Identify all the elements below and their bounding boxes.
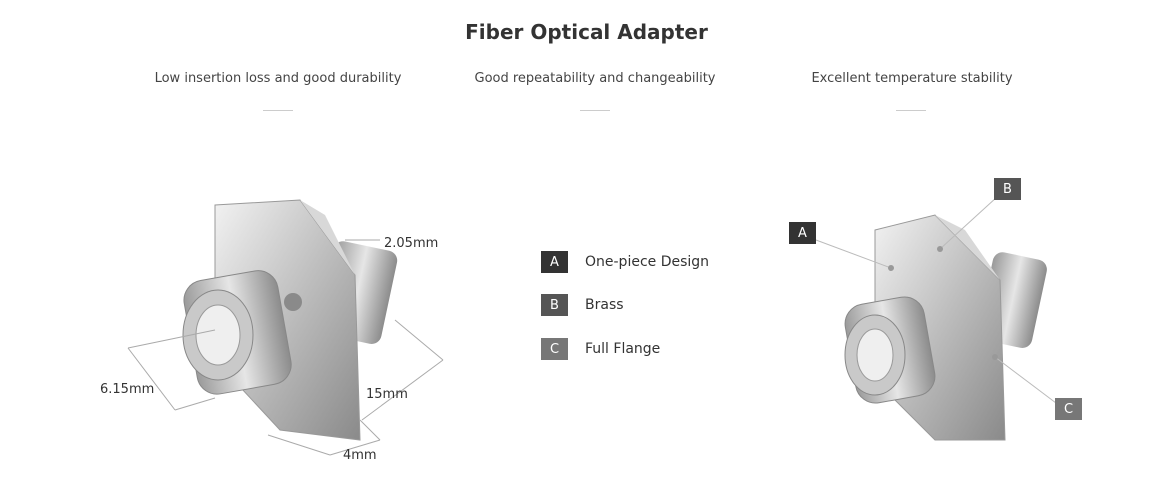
feature-divider (263, 110, 293, 111)
legend-item-c: C Full Flange (541, 338, 660, 360)
callout-badge-c: C (1055, 398, 1082, 420)
legend-badge-a: A (541, 251, 568, 273)
legend-badge-b: B (541, 294, 568, 316)
legend-item-a: A One-piece Design (541, 251, 709, 273)
page-title: Fiber Optical Adapter (465, 20, 708, 44)
legend-label-a: One-piece Design (585, 254, 710, 270)
adapter-callout-view (815, 196, 1057, 441)
feature-durability: Low insertion loss and good durability (154, 71, 402, 86)
callout-badge-a: A (789, 222, 816, 244)
callout-badge-b: B (994, 178, 1021, 200)
legend-label-b: Brass (585, 297, 624, 313)
adapter-dimension-view (127, 199, 444, 456)
feature-temperature: Excellent temperature stability (811, 71, 1013, 86)
feature-divider (896, 110, 926, 111)
dim-label-thickness: 4mm (343, 448, 377, 463)
dim-label-flange-width: 15mm (366, 387, 408, 402)
legend-item-b: B Brass (541, 294, 624, 316)
dim-label-thread: 2.05mm (384, 236, 439, 251)
dim-label-barrel: 6.15mm (100, 382, 155, 397)
legend-badge-c: C (541, 338, 568, 360)
feature-repeatability: Good repeatability and changeability (474, 71, 716, 86)
feature-divider (580, 110, 610, 111)
legend-label-c: Full Flange (585, 341, 661, 357)
